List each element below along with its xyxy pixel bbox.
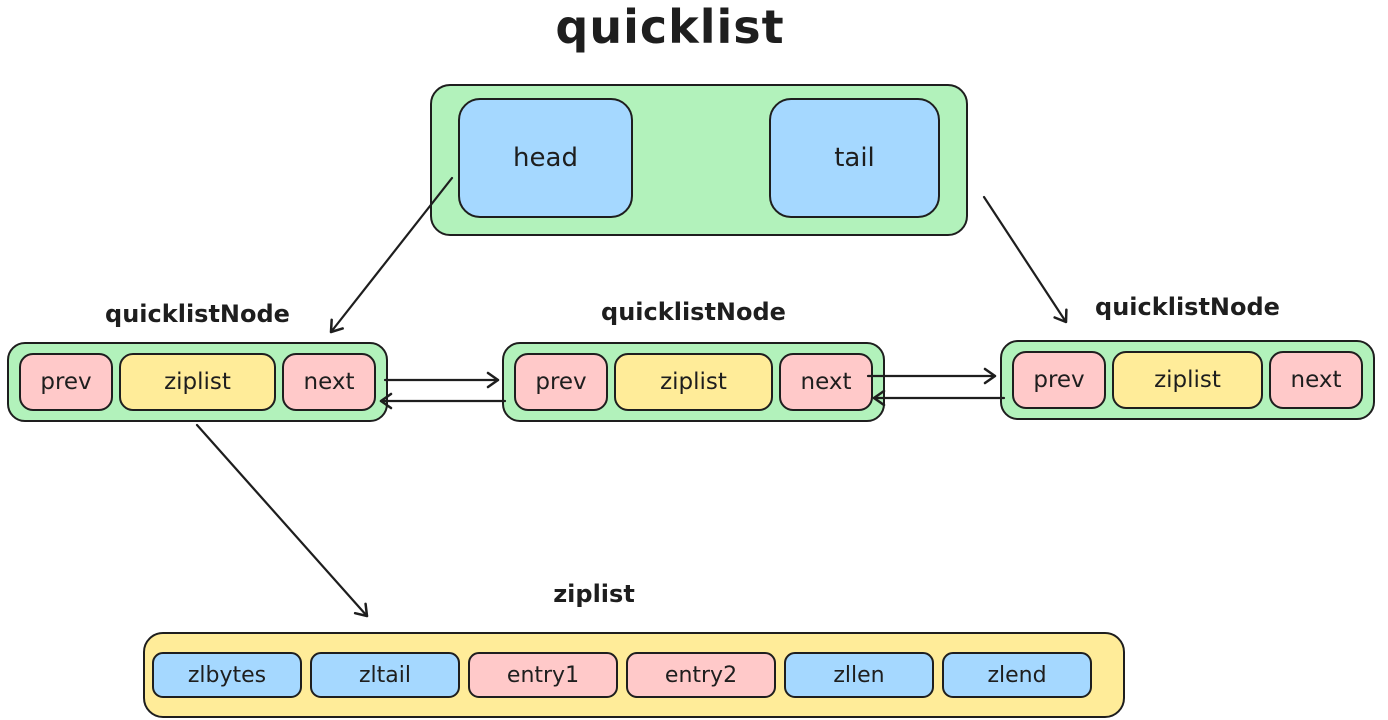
zlbytes-label: zlbytes [187,662,267,688]
tail-label: tail [834,143,875,173]
entry2-cell: entry2 [626,652,776,698]
node2-ziplist-cell: ziplist [614,353,773,411]
diagram-title: quicklist [555,0,785,54]
node1-next-cell: next [282,353,376,411]
entry2-label: entry2 [664,662,738,688]
node2-next-label: next [800,369,852,395]
node3-next-label: next [1290,367,1342,393]
node3-prev-label: prev [1033,367,1085,393]
quicklist-node-1: prev ziplist next [7,342,388,422]
ziplist-container: zlbytes zltail entry1 entry2 zllen zlend [143,632,1125,718]
node3-ziplist-cell: ziplist [1112,351,1263,409]
zltail-label: zltail [359,662,411,688]
zltail-cell: zltail [310,652,460,698]
zlbytes-cell: zlbytes [152,652,302,698]
head-box: head [458,98,633,218]
node1-ziplist-label: ziplist [164,369,231,395]
tail-box: tail [769,98,940,218]
node1-prev-label: prev [40,369,92,395]
node3-label: quicklistNode [1095,293,1280,321]
node2-ziplist-label: ziplist [660,369,727,395]
quicklist-node-2: prev ziplist next [502,342,885,422]
node3-prev-cell: prev [1012,351,1106,409]
ziplist-cells-row: zlbytes zltail entry1 entry2 zllen zlend [145,634,1123,716]
entry1-label: entry1 [506,662,580,688]
zllen-label: zllen [833,662,885,688]
arrow-node1-to-ziplist [195,423,369,618]
head-label: head [513,143,578,173]
zlend-cell: zlend [942,652,1092,698]
node1-next-label: next [303,369,355,395]
node2-prev-cell: prev [514,353,608,411]
zlend-label: zlend [987,662,1047,688]
node3-next-cell: next [1269,351,1363,409]
node2-next-cell: next [779,353,873,411]
ziplist-label: ziplist [553,580,635,608]
entry1-cell: entry1 [468,652,618,698]
zllen-cell: zllen [784,652,934,698]
node3-ziplist-label: ziplist [1154,367,1221,393]
node1-ziplist-cell: ziplist [119,353,276,411]
quicklist-node-3: prev ziplist next [1000,340,1375,420]
node2-prev-label: prev [535,369,587,395]
quicklist-container: head tail [430,84,968,236]
node1-label: quicklistNode [105,300,290,328]
node1-prev-cell: prev [19,353,113,411]
node2-label: quicklistNode [601,298,786,326]
